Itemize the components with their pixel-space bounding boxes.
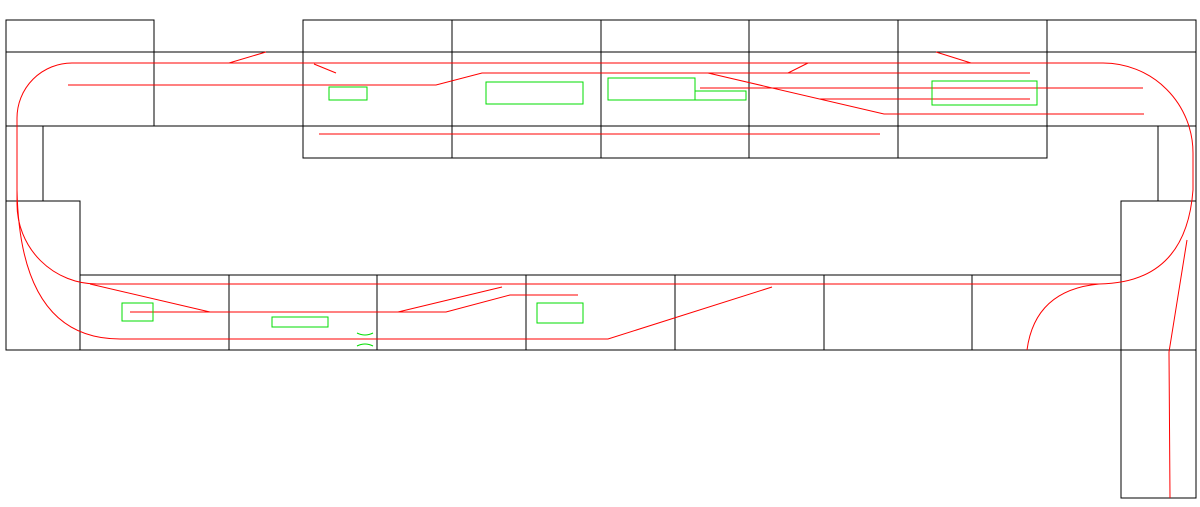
building-top-3 bbox=[607, 77, 696, 101]
track-right-spur bbox=[1168, 239, 1188, 499]
module-right-spur bbox=[1120, 349, 1197, 499]
module-top-1 bbox=[302, 51, 453, 159]
building-top-3-annex bbox=[694, 90, 747, 101]
module-top-header-2 bbox=[451, 19, 602, 53]
track-bottom-crossover bbox=[397, 286, 503, 313]
bridge-symbol bbox=[356, 332, 374, 347]
baseboard-modules bbox=[5, 19, 1197, 499]
track-top-line-2 bbox=[68, 72, 1030, 86]
module-bottom-5 bbox=[674, 274, 825, 351]
module-top-header-1 bbox=[302, 19, 453, 53]
track-left-inner-curve bbox=[16, 189, 773, 340]
track-top-diagonal bbox=[707, 72, 1144, 115]
building-top-4 bbox=[931, 80, 1038, 106]
module-top-4 bbox=[748, 51, 899, 159]
track-top-crossover bbox=[228, 51, 267, 64]
structures bbox=[121, 77, 1038, 347]
track-top-spur-left bbox=[313, 63, 337, 74]
track-lines bbox=[16, 51, 1194, 499]
track-bottom-siding bbox=[130, 294, 578, 313]
track-top-spur-mid bbox=[787, 62, 809, 74]
module-top-2 bbox=[451, 51, 602, 159]
module-right-corner bbox=[1120, 200, 1197, 351]
track-right-bottom-curve bbox=[1026, 283, 1100, 351]
building-top-2 bbox=[485, 81, 584, 105]
module-top-header-5 bbox=[897, 19, 1048, 53]
module-top-header-3 bbox=[600, 19, 750, 53]
track-bottom-spur-left bbox=[89, 283, 211, 313]
module-top-3 bbox=[600, 51, 750, 159]
building-bottom-3 bbox=[536, 302, 584, 324]
module-left-narrow bbox=[5, 125, 44, 202]
track-main-loop bbox=[16, 62, 1194, 285]
module-bottom-6 bbox=[823, 274, 973, 351]
module-top-header-6 bbox=[1046, 19, 1197, 53]
module-left-bottom-corner bbox=[5, 200, 81, 351]
building-bottom-1 bbox=[121, 302, 154, 322]
module-top-left-header bbox=[5, 19, 155, 53]
building-top-1 bbox=[328, 86, 368, 101]
module-top-header-4 bbox=[748, 19, 899, 53]
module-bottom-7 bbox=[971, 274, 1122, 351]
module-right-narrow bbox=[1157, 125, 1197, 202]
building-bottom-2 bbox=[271, 316, 329, 328]
track-top-spur-right bbox=[935, 51, 972, 64]
